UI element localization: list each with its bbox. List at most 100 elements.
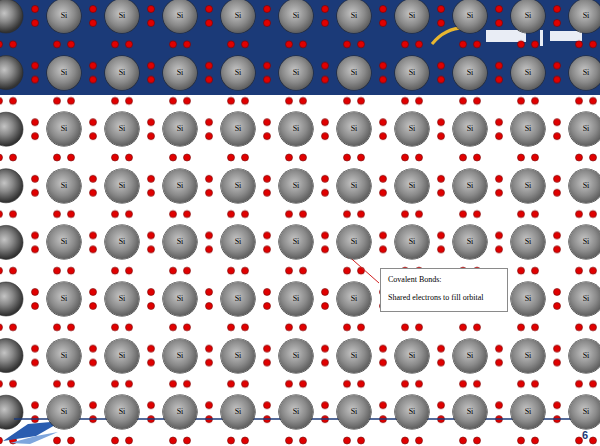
silicon-atom: Si: [453, 169, 487, 203]
atom-symbol: Si: [525, 125, 532, 133]
silicon-atom: Si: [569, 169, 600, 203]
atom-symbol: Si: [583, 12, 590, 20]
silicon-atom: Si: [453, 339, 487, 373]
atom-symbol: Si: [525, 12, 532, 20]
atom-symbol: Si: [61, 408, 68, 416]
silicon-atom: Si: [163, 112, 197, 146]
atom-symbol: Si: [583, 182, 590, 190]
atom-symbol: Si: [61, 125, 68, 133]
silicon-atom: Si: [337, 282, 371, 316]
atom-symbol: Si: [177, 182, 184, 190]
silicon-atom: Si: [453, 112, 487, 146]
atom-symbol: Si: [467, 182, 474, 190]
silicon-atom: Si: [279, 56, 313, 90]
silicon-atom: Si: [453, 0, 487, 33]
callout-box: Covalent Bonds: Shared electrons to fill …: [380, 268, 508, 312]
atom-symbol: Si: [119, 408, 126, 416]
atom-symbol: Si: [467, 238, 474, 246]
atom-symbol: Si: [177, 295, 184, 303]
silicon-atom: Si: [47, 282, 81, 316]
silicon-atom: Si: [47, 339, 81, 373]
atom-symbol: Si: [177, 238, 184, 246]
atom-symbol: Si: [525, 352, 532, 360]
silicon-atom: Si: [279, 339, 313, 373]
silicon-atom: Si: [511, 339, 545, 373]
atom-symbol: Si: [177, 352, 184, 360]
atom-symbol: Si: [583, 238, 590, 246]
atom-symbol: Si: [467, 352, 474, 360]
silicon-atom: Si: [47, 56, 81, 90]
atom-symbol: Si: [409, 182, 416, 190]
atom-symbol: Si: [467, 125, 474, 133]
atom-symbol: Si: [235, 352, 242, 360]
atom-symbol: Si: [409, 125, 416, 133]
silicon-atom: Si: [337, 0, 371, 33]
atom-symbol: Si: [293, 182, 300, 190]
atom-symbol: Si: [235, 12, 242, 20]
silicon-atom: Si: [395, 395, 429, 429]
atom-symbol: Si: [293, 408, 300, 416]
atom-symbol: Si: [525, 408, 532, 416]
atom-symbol: Si: [409, 69, 416, 77]
silicon-atom: Si: [279, 0, 313, 33]
silicon-atom: Si: [395, 112, 429, 146]
silicon-atom: Si: [279, 112, 313, 146]
atom-symbol: Si: [177, 408, 184, 416]
silicon-atom: Si: [221, 0, 255, 33]
silicon-atom: Si: [511, 56, 545, 90]
silicon-atom: Si: [279, 169, 313, 203]
silicon-atom: Si: [105, 0, 139, 33]
atom-symbol: Si: [235, 69, 242, 77]
silicon-atom: Si: [163, 282, 197, 316]
atom-symbol: Si: [61, 295, 68, 303]
atom-symbol: Si: [61, 238, 68, 246]
silicon-atom: Si: [163, 339, 197, 373]
atom-symbol: Si: [525, 69, 532, 77]
atom-symbol: Si: [235, 238, 242, 246]
silicon-atom: Si: [221, 339, 255, 373]
atom-symbol: Si: [583, 295, 590, 303]
silicon-atom: Si: [47, 395, 81, 429]
silicon-atom: Si: [569, 225, 600, 259]
callout-body: Shared electrons to fill orbital: [388, 293, 501, 304]
atom-symbol: Si: [525, 238, 532, 246]
silicon-atom: Si: [453, 395, 487, 429]
atom-symbol: Si: [119, 238, 126, 246]
callout-heading: Covalent Bonds:: [388, 275, 501, 286]
atom-symbol: Si: [409, 12, 416, 20]
silicon-atom: Si: [511, 282, 545, 316]
silicon-atom: Si: [221, 112, 255, 146]
atom-symbol: Si: [293, 125, 300, 133]
silicon-atom: Si: [105, 56, 139, 90]
silicon-atom: Si: [395, 169, 429, 203]
atom-symbol: Si: [293, 12, 300, 20]
atom-symbol: Si: [61, 12, 68, 20]
atom-symbol: Si: [583, 352, 590, 360]
atom-symbol: Si: [351, 408, 358, 416]
silicon-atom: Si: [279, 395, 313, 429]
atom-symbol: Si: [61, 69, 68, 77]
page-number: 6: [582, 430, 588, 441]
silicon-atom: Si: [453, 56, 487, 90]
atom-symbol: Si: [525, 295, 532, 303]
atom-symbol: Si: [119, 352, 126, 360]
silicon-atom: Si: [105, 395, 139, 429]
silicon-atom: Si: [105, 112, 139, 146]
atom-symbol: Si: [293, 69, 300, 77]
silicon-atom: Si: [337, 169, 371, 203]
silicon-atom: Si: [569, 112, 600, 146]
atom-symbol: Si: [177, 69, 184, 77]
silicon-atom: Si: [279, 282, 313, 316]
atom-symbol: Si: [409, 238, 416, 246]
atom-symbol: Si: [351, 295, 358, 303]
edge-atoms: [0, 0, 23, 429]
silicon-atom: Si: [569, 339, 600, 373]
silicon-atom: Si: [395, 0, 429, 33]
silicon-atom: Si: [511, 395, 545, 429]
silicon-atom: Si: [395, 339, 429, 373]
atom-symbol: Si: [467, 408, 474, 416]
atom-symbol: Si: [583, 408, 590, 416]
silicon-atom: Si: [569, 0, 600, 33]
atom-symbol: Si: [235, 182, 242, 190]
